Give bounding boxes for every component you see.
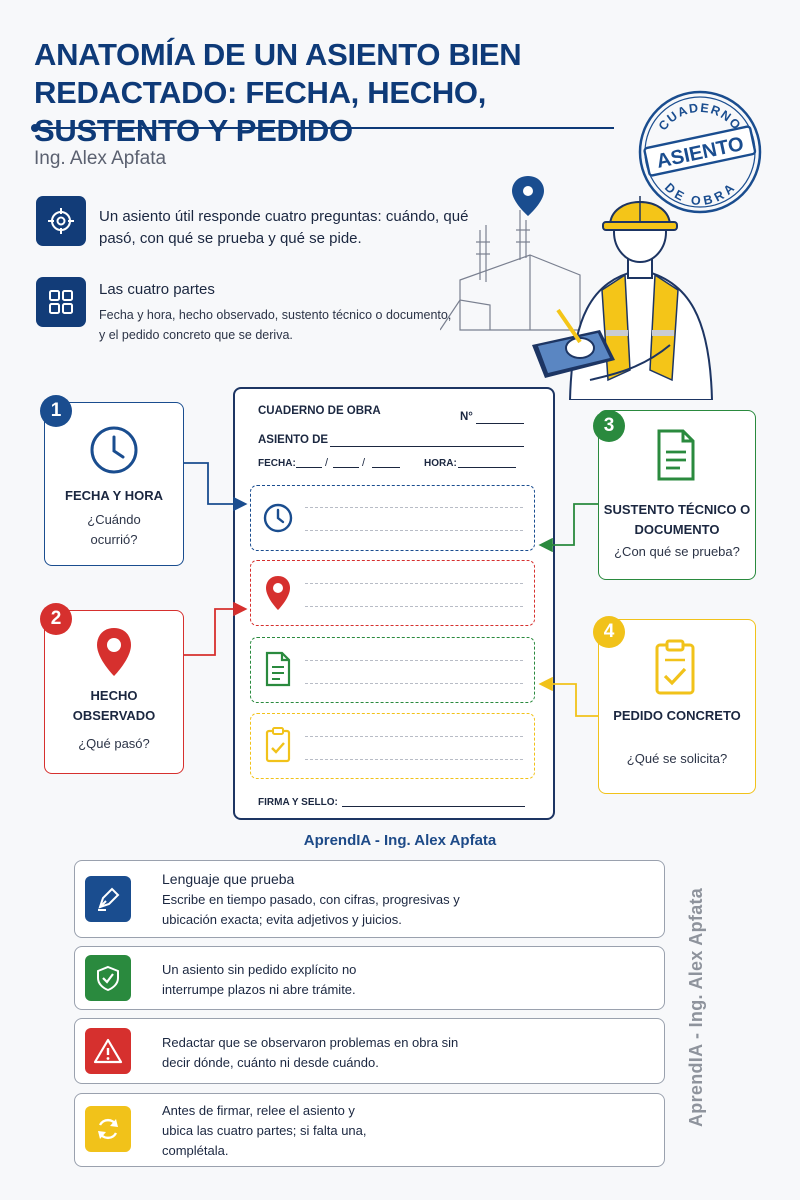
form-hora-line	[458, 467, 516, 468]
clipboard-check-icon	[265, 727, 291, 763]
shield-check-icon	[97, 965, 119, 992]
map-pin-icon	[266, 576, 290, 610]
form-firma-label: FIRMA Y SELLO:	[258, 797, 338, 808]
form-fecha-month-line	[333, 467, 359, 468]
clipboard-check-icon	[655, 639, 695, 695]
form-asiento-label: ASIENTO DE	[258, 434, 329, 446]
pen-icon-box	[85, 876, 131, 922]
card-sustento	[598, 410, 756, 580]
tip-pedido	[74, 946, 665, 1010]
form-fecha-label: FECHA:	[258, 458, 296, 469]
cuaderno-form	[233, 387, 555, 820]
form-firma-line	[342, 806, 525, 807]
location-pin-icon	[512, 176, 544, 216]
card-1-title: FECHA Y HORA	[65, 488, 163, 503]
tip-1-text: Lenguaje que prueba Escribe en tiempo pa…	[162, 869, 482, 930]
grid-icon	[49, 290, 73, 314]
target-icon-box	[36, 196, 86, 246]
form-fecha-sep2: /	[362, 457, 366, 469]
refresh-icon-box	[85, 1106, 131, 1152]
warning-icon-box	[85, 1028, 131, 1074]
grid-icon-box	[36, 277, 86, 327]
document-icon	[657, 429, 695, 481]
parts-title: Las cuatro partes	[99, 281, 215, 298]
slot-pedido	[250, 713, 535, 779]
card-1-question: ¿Cuándo ocurrió?	[87, 512, 141, 547]
card-2-question: ¿Qué pasó?	[78, 736, 150, 751]
form-number-line	[476, 423, 524, 424]
card-4-title: PEDIDO CONCRETO	[613, 708, 741, 723]
tip-2-text: Un asiento sin pedido explícito no inter…	[162, 962, 357, 997]
card-3-title: SUSTENTO TÉCNICO O DOCUMENTO	[603, 502, 751, 537]
card-2-title: HECHO OBSERVADO	[72, 688, 156, 723]
badge-3: 3	[593, 410, 625, 442]
title-rule	[34, 127, 614, 129]
slot-fecha	[250, 485, 535, 551]
card-3-question: ¿Con qué se prueba?	[614, 544, 740, 559]
tip-error	[74, 1018, 665, 1084]
slot-hecho	[250, 560, 535, 626]
intro-question-text: Un asiento útil responde cuatro pregunta…	[99, 208, 469, 247]
page-title: ANATOMÍA DE UN ASIENTO BIEN REDACTADO: F…	[34, 37, 522, 148]
tip-relee	[74, 1093, 665, 1167]
brand-caption: AprendIA - Ing. Alex Apfata	[303, 832, 497, 849]
warning-icon	[93, 1038, 123, 1064]
shield-check-icon-box	[85, 955, 131, 1001]
side-watermark: AprendIA - Ing. Alex Apfata	[686, 887, 706, 1127]
card-4-question: ¿Qué se solicita?	[626, 751, 728, 766]
badge-2: 2	[40, 603, 72, 635]
pen-icon	[98, 887, 120, 911]
slot-sustento	[250, 637, 535, 703]
engineer-illustration	[440, 176, 714, 400]
form-fecha-sep: /	[325, 457, 329, 469]
form-number-label: N°	[460, 411, 473, 423]
form-title: CUADERNO DE OBRA	[258, 405, 381, 417]
document-icon	[265, 651, 291, 687]
form-fecha-year-line	[372, 467, 400, 468]
badge-1: 1	[40, 395, 72, 427]
badge-4: 4	[593, 616, 625, 648]
cuaderno-asiento-stamp: CUADERNO DE OBRA ASIENTO	[638, 90, 762, 214]
form-fecha-day-line	[296, 467, 322, 468]
parts-text: Fecha y hora, hecho observado, sustento …	[99, 308, 452, 342]
form-hora-label: HORA:	[424, 458, 457, 469]
tip-1-title: Lenguaje que prueba	[162, 871, 295, 887]
author-name: Ing. Alex Apfata	[34, 148, 167, 169]
target-icon	[48, 208, 74, 234]
clock-icon	[263, 503, 293, 533]
tip-3-text: Redactar que se observaron problemas en …	[162, 1035, 459, 1070]
refresh-icon	[98, 1118, 118, 1140]
tip-1-body: Escribe en tiempo pasado, con cifras, pr…	[162, 892, 460, 927]
tip-4-text: Antes de firmar, relee el asiento y ubic…	[162, 1103, 367, 1158]
clock-icon	[90, 426, 138, 474]
map-pin-icon	[97, 628, 131, 676]
tip-lenguaje	[74, 860, 665, 938]
form-asiento-line	[330, 446, 524, 447]
